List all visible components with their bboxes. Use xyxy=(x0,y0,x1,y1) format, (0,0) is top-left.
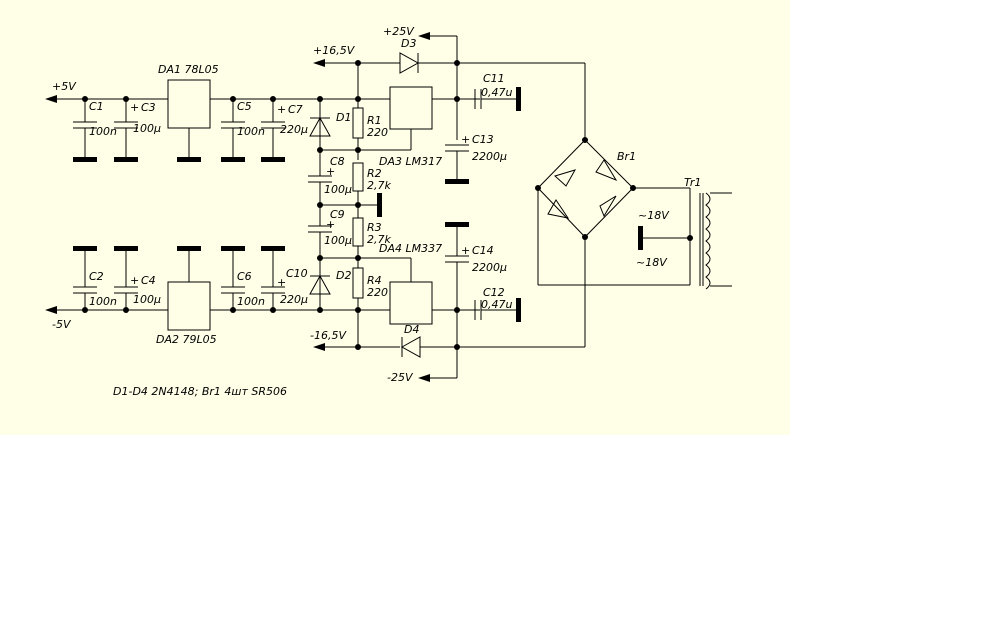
label-da4: DA4 LM337 xyxy=(379,242,442,255)
label-minus5: -5V xyxy=(52,318,72,331)
da1-box xyxy=(167,79,211,129)
plus-sign: + xyxy=(326,165,335,178)
schematic: +5V -5V +16,5V -16,5V +25V -25V DA1 78L0… xyxy=(45,25,732,398)
label-c10: C10 xyxy=(286,267,308,280)
cap-c5 xyxy=(221,99,245,162)
label-c6: C6 xyxy=(237,270,252,283)
label-r3: R3 xyxy=(367,221,382,234)
value-c8: 100µ xyxy=(324,183,352,196)
value-c12: 0,47u xyxy=(481,298,512,311)
ground-symbol xyxy=(177,157,201,162)
value-c6: 100n xyxy=(237,295,265,308)
note-parts: D1-D4 2N4148; Br1 4шт SR506 xyxy=(113,385,287,398)
cap-c7 xyxy=(261,99,285,162)
diode-d4 xyxy=(400,336,421,358)
value-c11: 0,47u xyxy=(481,86,512,99)
value-c5: 100n xyxy=(237,125,265,138)
value-c7: 220µ xyxy=(280,123,308,136)
value-c10: 220µ xyxy=(280,293,308,306)
label-d4: D4 xyxy=(404,323,419,336)
value-c14: 2200µ xyxy=(472,261,507,274)
cap-c10 xyxy=(261,246,285,310)
label-plus5: +5V xyxy=(52,80,77,93)
value-r2: 2,7k xyxy=(367,179,391,192)
value-r3: 2,7k xyxy=(367,233,391,246)
label-c9: C9 xyxy=(330,208,345,221)
cap-c3 xyxy=(114,99,138,162)
label-da2: DA2 79L05 xyxy=(156,333,217,346)
value-c2: 100n xyxy=(89,295,117,308)
label-c8: C8 xyxy=(330,155,345,168)
value-c1: 100n xyxy=(89,125,117,138)
label-c11: C11 xyxy=(483,72,505,85)
label-d2: D2 xyxy=(336,269,351,282)
label-tr1: Tr1 xyxy=(684,176,701,189)
plus-sign: + xyxy=(130,101,139,114)
resistor-r3 xyxy=(352,217,364,247)
value-c9: 100µ xyxy=(324,234,352,247)
da3-box xyxy=(389,86,433,130)
diode-d2 xyxy=(309,274,331,295)
resistor-r4 xyxy=(352,267,364,299)
bridge-br1 xyxy=(537,63,690,347)
plus-sign: + xyxy=(277,103,286,116)
resistor-r2 xyxy=(352,162,364,192)
label-minus25: -25V xyxy=(387,371,414,384)
value-r4: 220 xyxy=(367,286,388,299)
label-da1: DA1 78L05 xyxy=(158,63,219,76)
label-c12: C12 xyxy=(483,286,505,299)
diode-d1 xyxy=(309,116,331,137)
label-d1: D1 xyxy=(336,111,351,124)
label-c3: C3 xyxy=(141,101,156,114)
resistor-r1 xyxy=(352,107,364,139)
label-c1: C1 xyxy=(89,100,104,113)
label-r4: R4 xyxy=(367,274,382,287)
label-plus25: +25V xyxy=(383,25,415,38)
da2-box xyxy=(167,281,211,331)
label-d3: D3 xyxy=(401,37,416,50)
label-r2: R2 xyxy=(367,167,382,180)
ground-symbol xyxy=(177,246,201,251)
da4-box xyxy=(389,281,433,325)
value-r1: 220 xyxy=(367,126,388,139)
value-c4: 100µ xyxy=(133,293,161,306)
label-c13: C13 xyxy=(472,133,494,146)
label-minus165: -16,5V xyxy=(310,329,347,342)
transformer-tr1 xyxy=(638,188,732,290)
plus-sign: + xyxy=(326,218,335,231)
plus-sign: + xyxy=(461,133,470,146)
label-c2: C2 xyxy=(89,270,104,283)
plus-sign: + xyxy=(461,244,470,257)
junction-dots xyxy=(82,60,693,350)
label-tr-v1: ~18V xyxy=(638,209,670,222)
label-c5: C5 xyxy=(237,100,252,113)
value-c13: 2200µ xyxy=(472,150,507,163)
plus-sign: + xyxy=(130,274,139,287)
label-da3: DA3 LM317 xyxy=(379,155,442,168)
label-plus165: +16,5V xyxy=(313,44,356,57)
cap-c4 xyxy=(114,246,138,310)
label-c4: C4 xyxy=(141,274,156,287)
label-br1: Br1 xyxy=(617,150,636,163)
label-c14: C14 xyxy=(472,244,494,257)
label-tr-v2: ~18V xyxy=(636,256,668,269)
label-r1: R1 xyxy=(367,114,382,127)
diode-d3 xyxy=(399,52,420,74)
plus-sign: + xyxy=(277,276,286,289)
label-c7: C7 xyxy=(288,103,303,116)
schematic-canvas: +5V -5V +16,5V -16,5V +25V -25V DA1 78L0… xyxy=(0,0,790,435)
cap-c1 xyxy=(73,99,97,162)
value-c3: 100µ xyxy=(133,122,161,135)
